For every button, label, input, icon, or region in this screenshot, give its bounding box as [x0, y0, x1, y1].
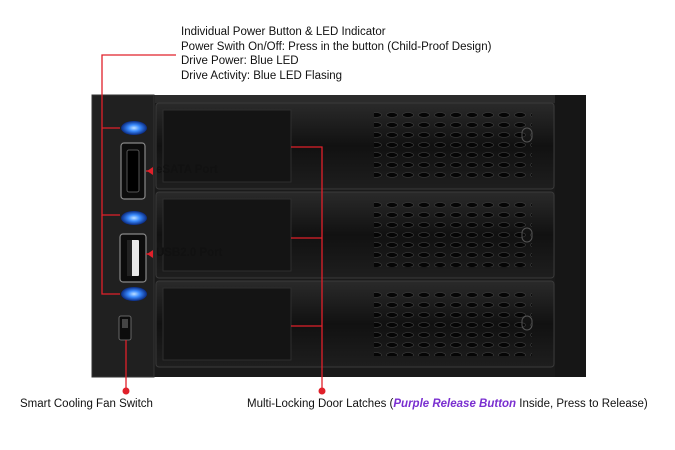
- door-latches-label: Multi-Locking Door Latches (Purple Relea…: [247, 398, 648, 410]
- drive-tray-1[interactable]: [155, 102, 555, 190]
- right-bezel: [555, 95, 586, 377]
- callout-line-1: Individual Power Button & LED Indicator: [181, 26, 386, 38]
- callout-lines: [101, 54, 323, 390]
- power-led-button-3[interactable]: [121, 287, 147, 301]
- callout-line-2: Power Swith On/Off: Press in the button …: [181, 40, 492, 53]
- fan-switch-label: Smart Cooling Fan Switch: [20, 398, 153, 410]
- esata-port[interactable]: [120, 142, 146, 200]
- power-led-button-2[interactable]: [121, 211, 147, 225]
- drive-tray-2[interactable]: [155, 191, 555, 279]
- tray-1-vent: [374, 112, 532, 178]
- usb-port[interactable]: [119, 233, 147, 283]
- callout-dots: [122, 167, 326, 395]
- purple-release-button-text: Purple Release Button: [393, 398, 517, 410]
- tray-3-vent: [374, 290, 532, 356]
- usb-port-label: USB2.0 Port: [156, 247, 223, 259]
- latches-suffix: Inside, Press to Release): [516, 398, 648, 410]
- fan-switch[interactable]: [118, 315, 132, 341]
- latches-prefix: Multi-Locking Door Latches (: [247, 398, 394, 410]
- tray-1-handle[interactable]: [162, 109, 292, 183]
- tray-3-handle[interactable]: [162, 287, 292, 361]
- callout-line-3: Drive Power: Blue LED: [181, 55, 299, 67]
- power-button-callout: Individual Power Button & LED Indicator …: [181, 25, 491, 83]
- drive-tray-3[interactable]: [155, 280, 555, 368]
- power-led-button-1[interactable]: [121, 121, 147, 135]
- esata-port-label: eSATA Port: [156, 164, 218, 176]
- tray-2-vent: [374, 201, 532, 267]
- callout-line-4: Drive Activity: Blue LED Flasing: [181, 69, 343, 82]
- tray-2-handle[interactable]: [162, 198, 292, 272]
